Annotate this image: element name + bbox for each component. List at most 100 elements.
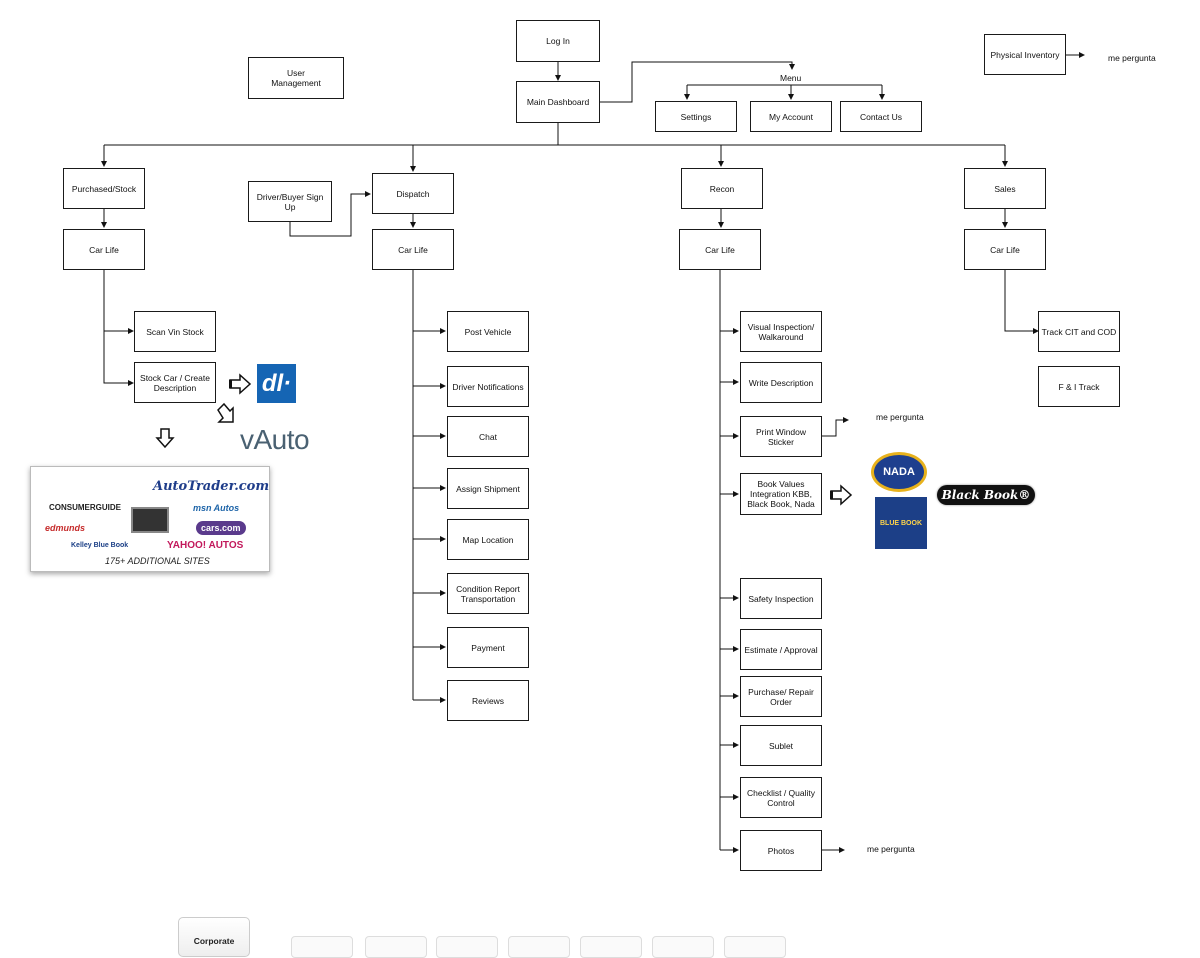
recon-box[interactable]: Recon [681, 168, 763, 209]
corporate-button[interactable]: Corporate [178, 917, 250, 957]
me-pergunta-note: me pergunta [1108, 53, 1156, 63]
post-vehicle-box[interactable]: Post Vehicle [447, 311, 529, 352]
nada-logo-text: NADA [883, 466, 915, 478]
photos-box[interactable]: Photos [740, 830, 822, 871]
assign-shipment-box[interactable]: Assign Shipment [447, 468, 529, 509]
sublet-label: Sublet [768, 740, 794, 751]
map-location-label: Map Location [462, 534, 514, 545]
me-pergunta-note: me pergunta [876, 412, 924, 422]
arrow-tail-icon [830, 491, 833, 499]
estimate-approval-box[interactable]: Estimate / Approval [740, 629, 822, 670]
dl-logo: dl· [257, 364, 296, 403]
physical-inventory-label: Physical Inventory [990, 49, 1060, 60]
syndication-sites-image: AutoTrader.com CONSUMERGUIDE msn Autos e… [30, 466, 270, 572]
car-life-label: Car Life [89, 244, 119, 255]
car-life-label: Car Life [705, 244, 735, 255]
sublet-box[interactable]: Sublet [740, 725, 822, 766]
footer-placeholder-box [652, 936, 714, 958]
nada-logo: NADA [871, 452, 927, 492]
reviews-label: Reviews [471, 695, 505, 706]
stock-car-box[interactable]: Stock Car / Create Description [134, 362, 216, 403]
cars-com-logo: cars.com [196, 521, 246, 535]
print-window-sticker-box[interactable]: Print Window Sticker [740, 416, 822, 457]
settings-label: Settings [680, 111, 712, 122]
kbb-logo-text: BLUE BOOK [880, 519, 922, 527]
consumerguide-logo: CONSUMERGUIDE [49, 503, 122, 512]
car-life-label: Car Life [398, 244, 428, 255]
post-vehicle-label: Post Vehicle [464, 326, 512, 337]
purchased-stock-box[interactable]: Purchased/Stock [63, 168, 145, 209]
footer-placeholder-box [724, 936, 786, 958]
checklist-box[interactable]: Checklist / Quality Control [740, 777, 822, 818]
additional-sites-label: 175+ ADDITIONAL SITES [105, 556, 210, 566]
hollow-arrow-diagonal-icon [217, 402, 234, 423]
hollow-arrow-down-icon [155, 428, 175, 449]
write-description-box[interactable]: Write Description [740, 362, 822, 403]
safety-inspection-label: Safety Inspection [748, 593, 814, 604]
scan-vin-stock-label: Scan Vin Stock [146, 326, 204, 337]
footer-placeholder-box [291, 936, 353, 958]
stock-car-label: Stock Car / Create Description [140, 372, 210, 393]
purchased-stock-label: Purchased/Stock [71, 183, 137, 194]
map-location-box[interactable]: Map Location [447, 519, 529, 560]
login-label: Log In [546, 36, 570, 46]
corporate-label: Corporate [193, 936, 235, 946]
condition-report-box[interactable]: Condition Report Transportation [447, 573, 529, 614]
black-book-logo-text: Black Book® [941, 488, 1031, 502]
track-cit-cod-label: Track CIT and COD [1041, 326, 1117, 337]
driver-buyer-signup-box[interactable]: Driver/Buyer Sign Up [248, 181, 332, 222]
chat-label: Chat [479, 431, 497, 442]
sales-label: Sales [994, 183, 1016, 194]
settings-box[interactable]: Settings [655, 101, 737, 132]
vauto-logo: vAuto [240, 424, 310, 456]
main-dashboard-box[interactable]: Main Dashboard [516, 81, 600, 123]
visual-inspection-box[interactable]: Visual Inspection/ Walkaround [740, 311, 822, 352]
driver-notifications-box[interactable]: Driver Notifications [447, 366, 529, 407]
me-pergunta-note: me pergunta [867, 844, 915, 854]
kbb-logo: BLUE BOOK [875, 497, 927, 549]
black-book-logo: Black Book® [937, 485, 1035, 505]
safety-inspection-box[interactable]: Safety Inspection [740, 578, 822, 619]
book-values-box[interactable]: Book Values Integration KBB, Black Book,… [740, 473, 822, 515]
chat-box[interactable]: Chat [447, 416, 529, 457]
sales-box[interactable]: Sales [964, 168, 1046, 209]
car-life-box[interactable]: Car Life [372, 229, 454, 270]
purchase-repair-label: Purchase/ Repair Order [748, 686, 814, 707]
login-box[interactable]: Log In [516, 20, 600, 62]
fi-track-box[interactable]: F & I Track [1038, 366, 1120, 407]
car-life-box[interactable]: Car Life [679, 229, 761, 270]
book-values-label: Book Values Integration KBB, Black Book,… [747, 479, 815, 509]
purchase-repair-box[interactable]: Purchase/ Repair Order [740, 676, 822, 717]
dispatch-box[interactable]: Dispatch [372, 173, 454, 214]
physical-inventory-box[interactable]: Physical Inventory [984, 34, 1066, 75]
kbb-logo: Kelley Blue Book [71, 542, 129, 549]
autotrader-logo: AutoTrader.com [153, 479, 270, 494]
my-account-box[interactable]: My Account [750, 101, 832, 132]
msn-autos-logo: msn Autos [193, 503, 240, 513]
write-description-label: Write Description [748, 377, 814, 388]
fi-track-label: F & I Track [1058, 381, 1100, 392]
condition-report-label: Condition Report Transportation [456, 583, 520, 604]
user-management-label: User Management [271, 68, 321, 88]
payment-label: Payment [471, 642, 505, 653]
contact-us-label: Contact Us [859, 111, 903, 122]
payment-box[interactable]: Payment [447, 627, 529, 668]
estimate-approval-label: Estimate / Approval [744, 644, 818, 655]
contact-us-box[interactable]: Contact Us [840, 101, 922, 132]
car-life-box[interactable]: Car Life [63, 229, 145, 270]
photos-label: Photos [767, 845, 795, 856]
reviews-box[interactable]: Reviews [447, 680, 529, 721]
edmunds-logo: edmunds [45, 523, 86, 533]
scan-vin-stock-box[interactable]: Scan Vin Stock [134, 311, 216, 352]
user-management-box[interactable]: User Management [248, 57, 344, 99]
print-window-sticker-label: Print Window Sticker [755, 426, 807, 447]
track-cit-cod-box[interactable]: Track CIT and COD [1038, 311, 1120, 352]
car-life-box[interactable]: Car Life [964, 229, 1046, 270]
monitor-icon [131, 507, 169, 533]
menu-label: Menu [780, 73, 802, 83]
my-account-label: My Account [769, 111, 813, 122]
recon-label: Recon [709, 183, 735, 194]
driver-notifications-label: Driver Notifications [452, 381, 524, 392]
dl-logo-text: dl· [261, 369, 292, 397]
